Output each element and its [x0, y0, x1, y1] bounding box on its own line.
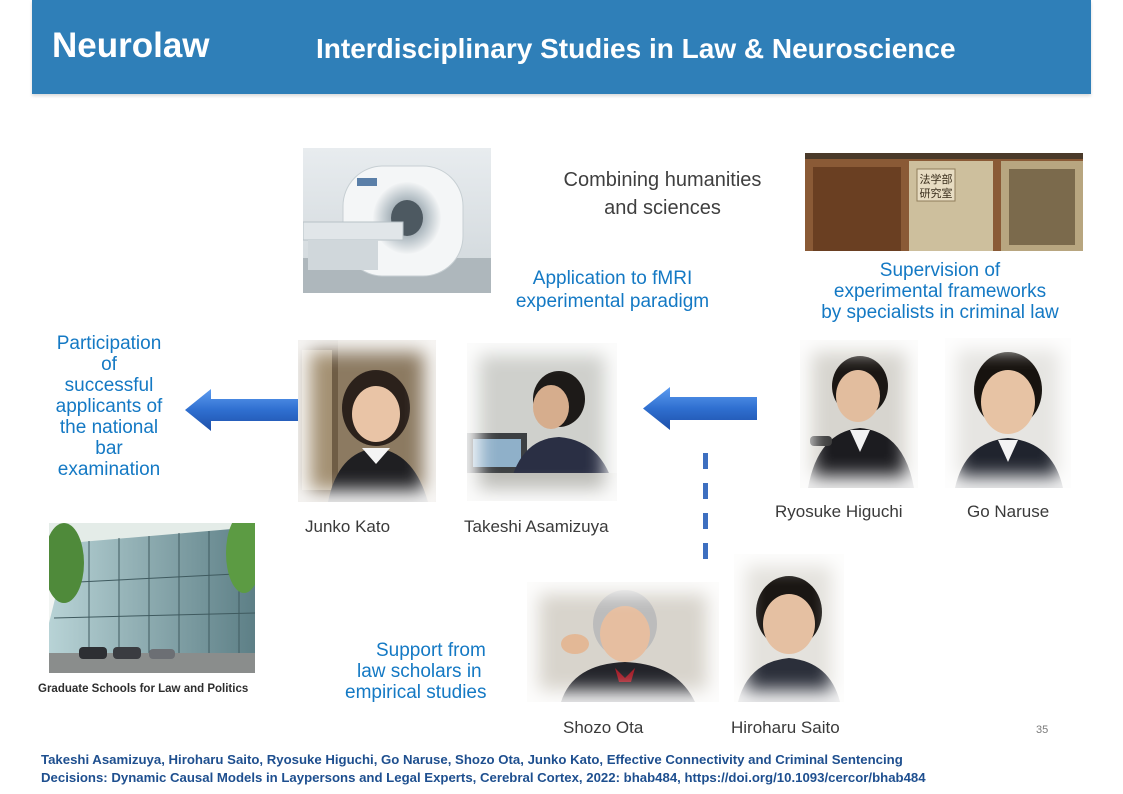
- shozo-ota-photo: [527, 582, 719, 702]
- participation-line: the national: [59, 417, 159, 438]
- participation-line: examination: [57, 459, 161, 480]
- svg-text:法学部: 法学部: [920, 172, 953, 186]
- fmri-caption: Application to fMRI experimental paradig…: [495, 267, 730, 313]
- slide-title: Neurolaw: [52, 26, 210, 65]
- slide-subtitle: Interdisciplinary Studies in Law & Neuro…: [316, 33, 956, 64]
- left-arrow-icon: [643, 387, 757, 430]
- building-caption: Graduate Schools for Law and Politics: [38, 683, 249, 695]
- participation-line: applicants of: [55, 396, 163, 417]
- page-number: 35: [1036, 724, 1049, 736]
- citation-line-1: Takeshi Asamizuya, Hiroharu Saito, Ryosu…: [41, 752, 903, 767]
- ryosuke-higuchi-photo: [800, 340, 918, 488]
- junko-kato-photo: [298, 340, 436, 502]
- go-naruse-photo: [945, 338, 1071, 488]
- support-caption: Support from law scholars in empirical s…: [340, 640, 520, 703]
- support-line-3: empirical studies: [345, 682, 487, 703]
- svg-text:研究室: 研究室: [920, 186, 953, 200]
- participation-line: of: [101, 354, 117, 375]
- person-name-hiroharu-saito: Hiroharu Saito: [731, 718, 840, 737]
- title-banner: [32, 0, 1091, 94]
- support-line-2: law scholars in: [357, 661, 482, 682]
- person-name-shozo-ota: Shozo Ota: [563, 718, 644, 737]
- fmri-line-2: experimental paradigm: [515, 291, 710, 312]
- participation-line: Participation: [56, 333, 162, 354]
- supervision-line-2: experimental frameworks: [833, 281, 1047, 302]
- citation-line-2: Decisions: Dynamic Causal Models in Layp…: [41, 770, 926, 785]
- combining-caption: Combining humanities and sciences: [530, 166, 795, 222]
- takeshi-asamizuya-photo: [467, 343, 617, 501]
- supervision-caption: Supervision of experimental frameworks b…: [795, 260, 1085, 323]
- person-name-ryosuke-higuchi: Ryosuke Higuchi: [775, 502, 903, 521]
- person-name-go-naruse: Go Naruse: [967, 502, 1050, 521]
- person-name-junko-kato: Junko Kato: [305, 517, 391, 536]
- support-line-1: Support from: [376, 640, 486, 661]
- participation-line: successful: [64, 375, 154, 396]
- hiroharu-saito-photo: [734, 554, 844, 702]
- dashed-connector-line: [703, 453, 708, 565]
- supervision-line-1: Supervision of: [879, 260, 1001, 281]
- combining-line-1: Combining humanities: [563, 169, 762, 191]
- law-faculty-door-photo: 法学部 研究室: [805, 153, 1083, 251]
- person-name-takeshi-asamizuya: Takeshi Asamizuya: [464, 517, 609, 536]
- left-arrow-icon: [185, 389, 298, 431]
- participation-line: bar: [95, 438, 123, 459]
- citation: Takeshi Asamizuya, Hiroharu Saito, Ryosu…: [41, 751, 926, 787]
- graduate-school-building-photo: [49, 523, 255, 673]
- combining-line-2: and sciences: [604, 197, 721, 219]
- fmri-line-1: Application to fMRI: [532, 268, 693, 289]
- participation-caption: Participation of successful applicants o…: [40, 333, 178, 480]
- mri-scanner-photo: [303, 148, 491, 293]
- supervision-line-3: by specialists in criminal law: [821, 302, 1059, 323]
